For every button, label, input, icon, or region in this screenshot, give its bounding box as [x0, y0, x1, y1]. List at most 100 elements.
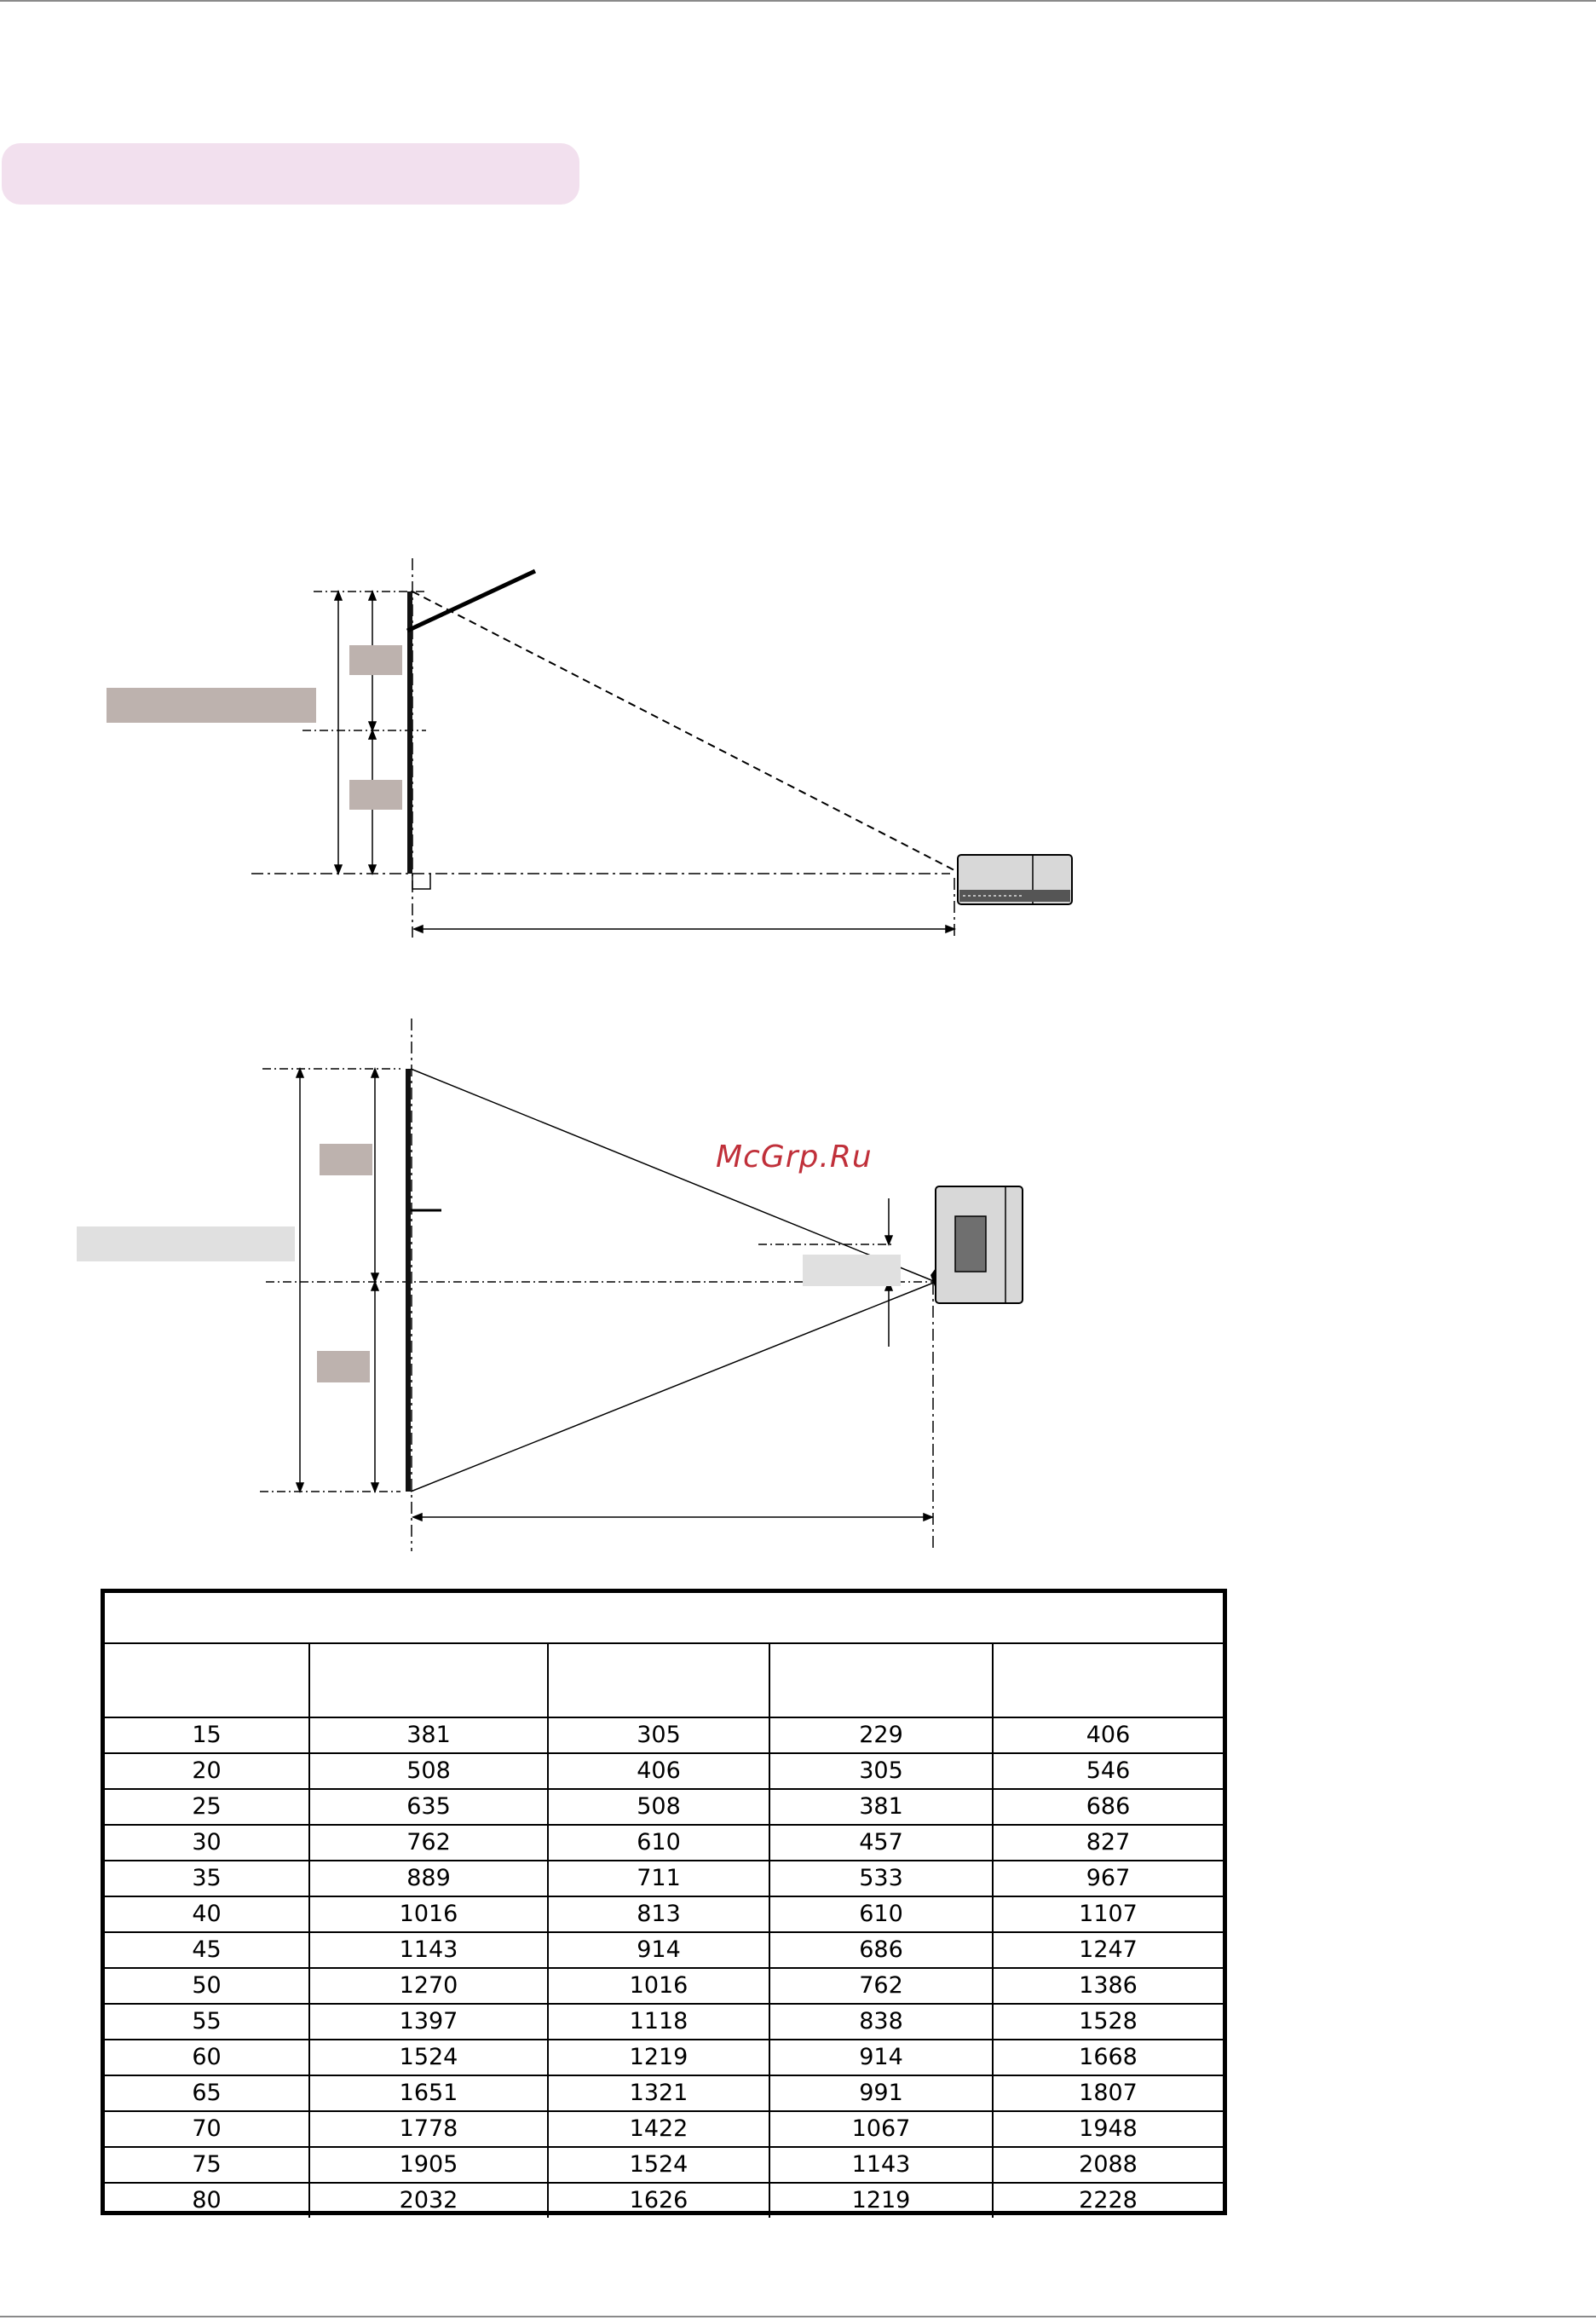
- table-cell: 762: [769, 1967, 994, 2005]
- table-cell: 229: [769, 1717, 994, 1754]
- table-cell: 1219: [547, 2039, 770, 2076]
- table-cell: 533: [769, 1860, 994, 1897]
- table-cell: 45: [105, 1931, 310, 1969]
- table-cell: 305: [547, 1717, 770, 1754]
- table-cell: 75: [105, 2146, 310, 2184]
- table-cell: 30: [105, 1824, 310, 1861]
- table-cell: 610: [547, 1824, 770, 1861]
- screen-panel-2: [406, 1069, 411, 1492]
- table-cell: 65: [105, 2075, 310, 2112]
- distance-dimension-2: [411, 1512, 935, 1522]
- table-cell: 1219: [769, 2182, 994, 2218]
- offset-dimension: [884, 1198, 894, 1347]
- table-cell: 1524: [547, 2146, 770, 2184]
- table-cell: 1067: [769, 2110, 994, 2148]
- top-rule: [0, 0, 1596, 2]
- screen-bracket: [406, 568, 537, 633]
- table-cell: 80: [105, 2182, 310, 2218]
- table-cell: 1626: [547, 2182, 770, 2218]
- lower-half-label-box: [317, 1351, 370, 1382]
- table-cell: 1386: [992, 1967, 1223, 2005]
- header-cell: [547, 1642, 770, 1718]
- section-heading-bar: [2, 143, 579, 205]
- table-cell: 1270: [308, 1967, 549, 2005]
- table-cell: 2032: [308, 2182, 549, 2218]
- table-cell: 1524: [308, 2039, 549, 2076]
- table-cell: 1321: [547, 2075, 770, 2112]
- upper-dimension-label-box: [349, 645, 402, 675]
- projection-lower-ray: [410, 1281, 936, 1492]
- header-cell: [308, 1642, 549, 1718]
- projector-side-icon: [957, 854, 1073, 905]
- table-cell: 1143: [308, 1931, 549, 1969]
- table-cell: 967: [992, 1860, 1223, 1897]
- table-cell: 1016: [308, 1896, 549, 1933]
- table-cell: 546: [992, 1752, 1223, 1790]
- projection-upper-ray: [410, 1068, 936, 1283]
- table-cell: 1016: [547, 1967, 770, 2005]
- table-cell: 1948: [992, 2110, 1223, 2148]
- projector-top-icon: [931, 1186, 1023, 1304]
- table-cell: 1118: [547, 2003, 770, 2040]
- table-cell: 381: [769, 1788, 994, 1826]
- table-cell: 1807: [992, 2075, 1223, 2112]
- table-cell: 20: [105, 1752, 310, 1790]
- table-cell: 1247: [992, 1931, 1223, 1969]
- table-cell: 1143: [769, 2146, 994, 2184]
- table-cell: 1651: [308, 2075, 549, 2112]
- table-cell: 508: [547, 1788, 770, 1826]
- table-cell: 55: [105, 2003, 310, 2040]
- table-cell: 686: [992, 1788, 1223, 1826]
- table-cell: 838: [769, 2003, 994, 2040]
- table-cell: 1668: [992, 2039, 1223, 2076]
- lower-dimension-label-box: [349, 780, 402, 810]
- lens-offset-label-box: [803, 1255, 901, 1286]
- table-cell: 2088: [992, 2146, 1223, 2184]
- distance-dimension: [412, 924, 957, 934]
- watermark-text: McGrp.Ru: [716, 1140, 873, 1174]
- table-cell: 914: [547, 1931, 770, 1969]
- header-cell: [105, 1642, 310, 1718]
- table-cell: 381: [308, 1717, 549, 1754]
- table-cell: 1528: [992, 2003, 1223, 2040]
- table-cell: 1397: [308, 2003, 549, 2040]
- table-cell: 686: [769, 1931, 994, 1969]
- table-cell: 827: [992, 1824, 1223, 1861]
- table-cell: 508: [308, 1752, 549, 1790]
- table-cell: 1107: [992, 1896, 1223, 1933]
- table-cell: 25: [105, 1788, 310, 1826]
- table-cell: 457: [769, 1824, 994, 1861]
- table-cell: 1778: [308, 2110, 549, 2148]
- table-cell: 1905: [308, 2146, 549, 2184]
- table-cell: 305: [769, 1752, 994, 1790]
- table-cell: 406: [547, 1752, 770, 1790]
- table-cell: 762: [308, 1824, 549, 1861]
- table-cell: 889: [308, 1860, 549, 1897]
- top-view-diagram: [260, 1019, 1023, 1551]
- right-angle-mark: [412, 874, 431, 890]
- table-cell: 610: [769, 1896, 994, 1933]
- table-cell: 914: [769, 2039, 994, 2076]
- screen-panel: [407, 592, 412, 874]
- width-dimension: [295, 1066, 380, 1494]
- table-cell: 50: [105, 1967, 310, 2005]
- table-cell: 991: [769, 2075, 994, 2112]
- table-title-cell: [105, 1593, 1223, 1644]
- screen-height-label-box: [107, 688, 316, 723]
